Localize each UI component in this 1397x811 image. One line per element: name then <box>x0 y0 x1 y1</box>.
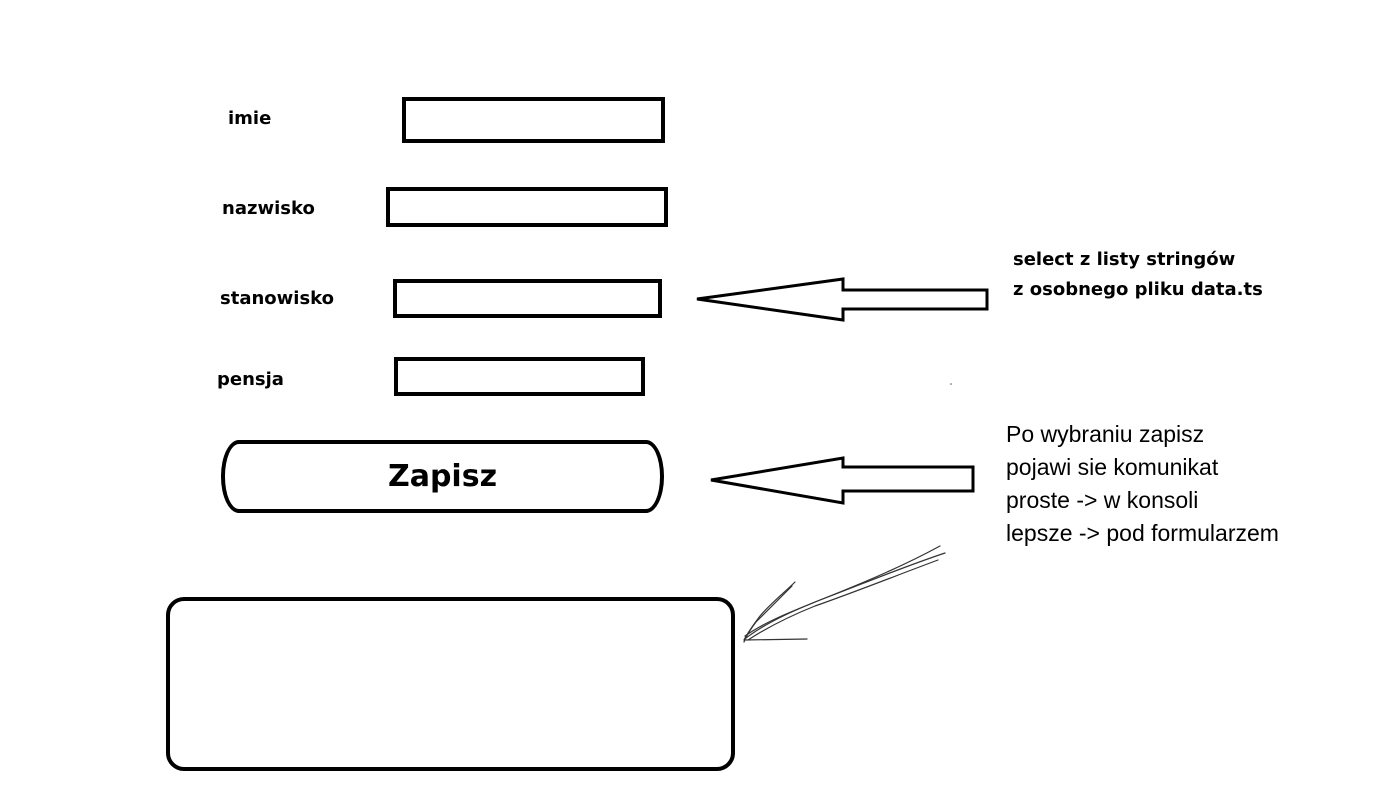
save-note: Po wybraniu zapisz pojawi sie komunikat … <box>1006 418 1279 550</box>
field-label-stanowisko: stanowisko <box>220 288 335 309</box>
field-label-imie: imie <box>228 108 272 129</box>
field-label-pensja: pensja <box>217 369 284 390</box>
stanowisko-select[interactable] <box>393 279 662 318</box>
save-note-line: lepsze -> pod formularzem <box>1006 520 1279 546</box>
select-note: select z listy stringów z osobnego pliku… <box>1013 245 1263 305</box>
select-note-line: z osobnego pliku data.ts <box>1013 279 1263 300</box>
message-area <box>166 597 735 771</box>
stray-dot-icon <box>950 383 952 385</box>
save-note-line: pojawi sie komunikat <box>1006 454 1219 480</box>
nazwisko-input[interactable] <box>386 187 668 227</box>
arrow-to-save-icon <box>710 456 975 505</box>
save-note-line: Po wybraniu zapisz <box>1006 421 1205 447</box>
sketch-arrow-icon <box>743 545 946 643</box>
select-note-line: select z listy stringów <box>1013 249 1236 270</box>
arrow-to-select-icon <box>696 277 989 322</box>
pensja-input[interactable] <box>394 357 645 396</box>
field-label-nazwisko: nazwisko <box>222 198 315 219</box>
save-button[interactable]: Zapisz <box>221 440 664 513</box>
save-note-line: proste -> w konsoli <box>1006 487 1199 513</box>
imie-input[interactable] <box>402 97 665 143</box>
